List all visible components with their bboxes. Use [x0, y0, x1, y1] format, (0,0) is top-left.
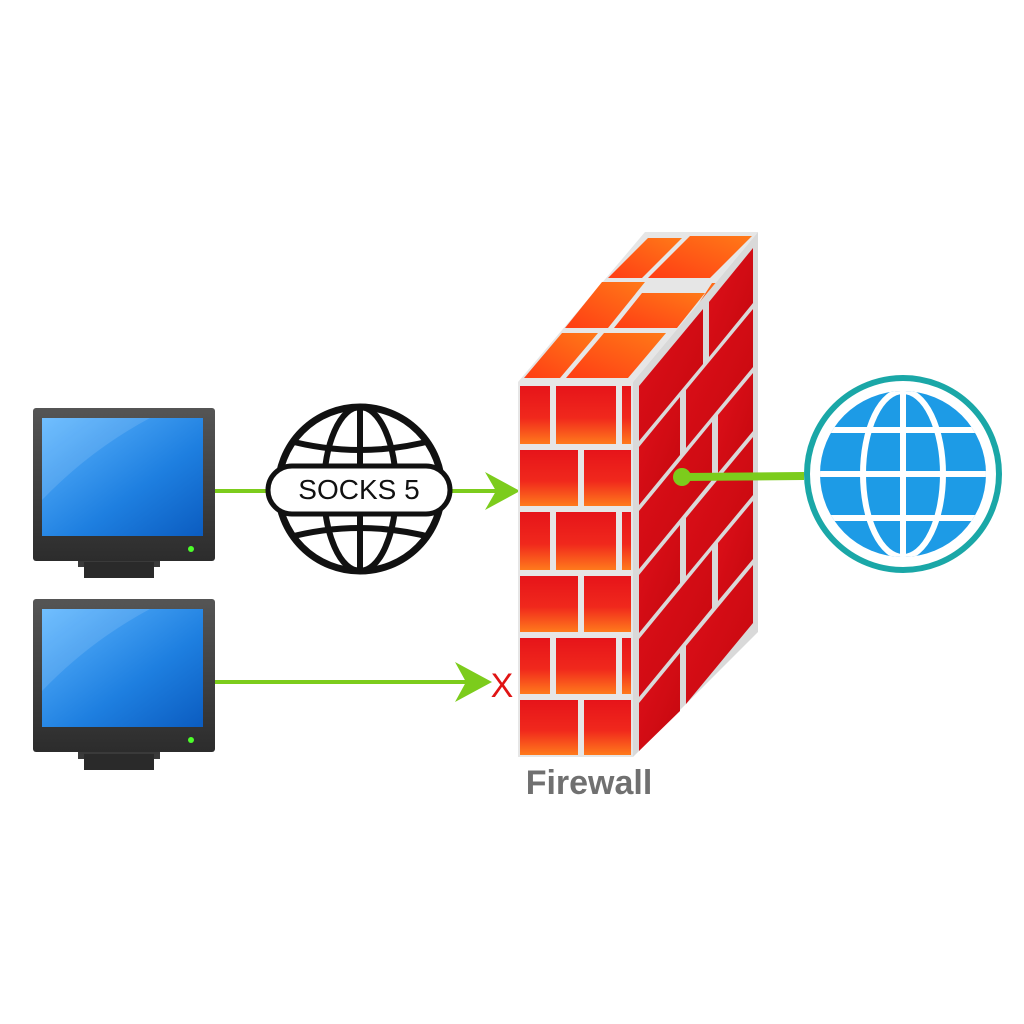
- internet-globe-icon: [804, 375, 1002, 573]
- socks5-proxy-globe-icon: SOCKS 5: [265, 403, 453, 575]
- computer-2-icon: [33, 599, 215, 770]
- arrowhead-icon: [455, 662, 492, 702]
- arrowhead-icon: [485, 472, 520, 510]
- computer-1-icon: [33, 408, 215, 578]
- proxy-label: SOCKS 5: [298, 474, 419, 505]
- blocked-x-icon: X: [491, 667, 514, 705]
- connector-computer2-to-firewall-blocked: [214, 662, 492, 702]
- connector-firewall-to-internet: [673, 468, 805, 486]
- firewall-icon: Firewall: [518, 232, 758, 802]
- firewall-label: Firewall: [526, 764, 653, 802]
- connector-proxy-to-firewall: [448, 472, 520, 510]
